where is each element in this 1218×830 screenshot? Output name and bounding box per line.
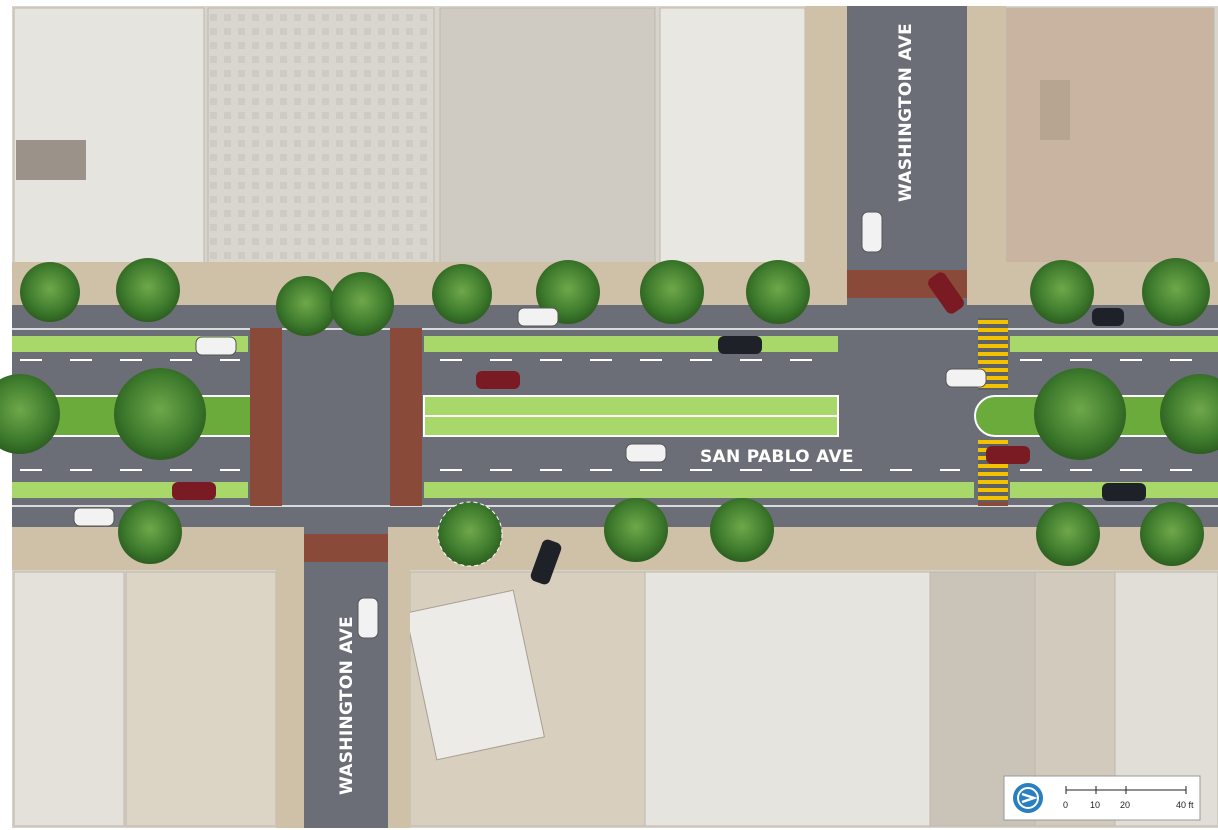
sidewalk-washington-south-east: [388, 570, 410, 828]
sidewalk-washington-north-east: [966, 6, 1006, 266]
scale-tick-40: 40 ft: [1176, 800, 1194, 810]
street-label-washington-south: WASHINGTON AVE: [337, 616, 357, 795]
vehicles: [73, 211, 1146, 639]
scale-tick-0: 0: [1063, 800, 1068, 810]
sidewalk-washington-south-west: [276, 570, 304, 828]
scale-tick-10: 10: [1090, 800, 1100, 810]
washington-ave-south-roadway: [304, 525, 388, 828]
sidewalk-north: [12, 262, 1218, 306]
scale-tick-20: 20: [1120, 800, 1130, 810]
legend-box: 0 10 20 40 ft: [1003, 775, 1201, 821]
sidewalk-washington-north-west: [805, 6, 847, 266]
washington-ave-north-roadway: [847, 6, 967, 306]
rooftops-north: [12, 6, 1218, 266]
street-trees: [0, 258, 1218, 567]
rooftops-south: [12, 570, 1218, 828]
street-label-washington-north: WASHINGTON AVE: [896, 23, 916, 202]
scale-bar: [1065, 786, 1187, 794]
north-arrow-icon: [1013, 783, 1043, 813]
street-label-san-pablo: SAN PABLO AVE: [700, 447, 854, 467]
